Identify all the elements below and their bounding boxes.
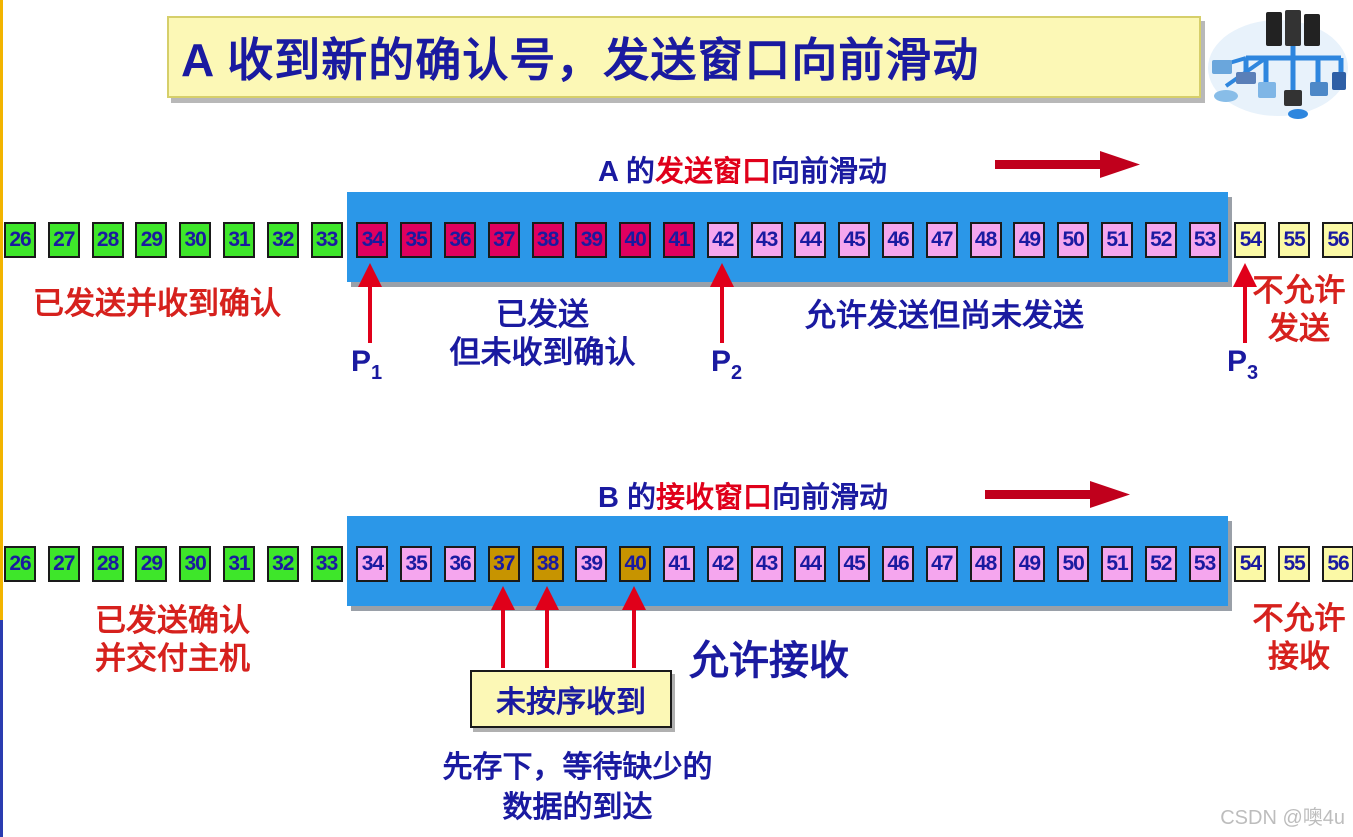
buffer-note: 先存下，等待缺少的数据的到达 (442, 751, 713, 824)
segment-50: 50 (1057, 222, 1090, 258)
segment-50: 50 (1057, 546, 1090, 582)
segment-38: 38 (531, 222, 564, 258)
segment-54: 54 (1234, 546, 1267, 582)
segment-46: 46 (882, 222, 914, 258)
segment-33: 33 (310, 222, 343, 258)
segment-41: 41 (663, 222, 695, 258)
segment-56: 56 (1322, 546, 1353, 582)
segment-27: 27 (47, 546, 80, 582)
segment-37: 37 (487, 546, 520, 582)
segment-39: 39 (575, 222, 608, 258)
segment-28: 28 (91, 222, 124, 258)
segment-42: 42 (706, 222, 739, 258)
segment-52: 52 (1144, 222, 1177, 258)
segment-45: 45 (838, 222, 871, 258)
send-slide-arrow (995, 151, 1140, 178)
segment-31: 31 (223, 222, 255, 258)
segment-34: 34 (356, 222, 389, 258)
segment-38: 38 (531, 546, 564, 582)
network-server-icon (1208, 10, 1348, 119)
segment-37: 37 (487, 222, 520, 258)
not-allowed-send-label: 不允许发送 (1252, 273, 1346, 346)
segment-48: 48 (969, 222, 1002, 258)
segment-52: 52 (1144, 546, 1177, 582)
pointer-p3: P3 (1227, 345, 1259, 384)
segment-30: 30 (179, 222, 212, 258)
segment-44: 44 (794, 222, 827, 258)
segment-36: 36 (444, 546, 476, 582)
segment-53: 53 (1188, 222, 1221, 258)
segment-47: 47 (925, 222, 958, 258)
segment-51: 51 (1101, 546, 1133, 582)
delivered-label: 已发送确认并交付主机 (95, 603, 250, 676)
pointer-p1: P1 (351, 345, 383, 384)
segment-46: 46 (882, 546, 914, 582)
segment-32: 32 (266, 222, 299, 258)
out-of-order-box: 未按序收到 (470, 670, 672, 728)
allowed-receive-label: 允许接收 (689, 639, 849, 683)
segment-56: 56 (1322, 222, 1353, 258)
segment-41: 41 (663, 546, 695, 582)
segment-29: 29 (135, 222, 168, 258)
segment-26: 26 (4, 546, 36, 582)
segment-44: 44 (794, 546, 827, 582)
segment-36: 36 (444, 222, 476, 258)
segment-53: 53 (1188, 546, 1221, 582)
receive-segment-row: 26 27 28 29 30 31 32 33 34 35 36 37 38 39 40 41 42 43 44 45… (0, 546, 1353, 586)
segment-35: 35 (400, 222, 433, 258)
send-segment-row: 26 27 28 29 30 31 32 33 34 35 36 37 38 39 40 41 42 43 44 45… (0, 222, 1353, 262)
segment-35: 35 (400, 546, 433, 582)
segment-43: 43 (750, 546, 783, 582)
segment-28: 28 (91, 546, 124, 582)
segment-31: 31 (223, 546, 255, 582)
segment-34: 34 (356, 546, 389, 582)
segment-29: 29 (135, 546, 168, 582)
receive-window-title: B 的接收窗口向前滑动 (598, 482, 889, 514)
not-allowed-receive-label: 不允许接收 (1252, 601, 1346, 674)
segment-55: 55 (1278, 546, 1311, 582)
segment-30: 30 (179, 546, 212, 582)
segment-45: 45 (838, 546, 871, 582)
segment-26: 26 (4, 222, 36, 258)
receive-slide-arrow (985, 481, 1130, 508)
left-edge-accent-orange (0, 0, 3, 620)
segment-40: 40 (619, 546, 652, 582)
segment-33: 33 (310, 546, 343, 582)
segment-51: 51 (1101, 222, 1133, 258)
segment-42: 42 (706, 546, 739, 582)
sent-unacked-label: 已发送但未收到确认 (449, 297, 636, 370)
segment-39: 39 (575, 546, 608, 582)
segment-55: 55 (1278, 222, 1311, 258)
allowed-send-label: 允许发送但尚未发送 (805, 298, 1084, 333)
segment-49: 49 (1013, 222, 1046, 258)
segment-27: 27 (47, 222, 80, 258)
segment-47: 47 (925, 546, 958, 582)
segment-43: 43 (750, 222, 783, 258)
pointer-p2: P2 (711, 345, 743, 384)
segment-49: 49 (1013, 546, 1046, 582)
segment-40: 40 (619, 222, 652, 258)
acked-label: 已发送并收到确认 (33, 286, 281, 321)
left-edge-accent-blue (0, 620, 3, 837)
slide-title: A 收到新的确认号，发送窗口向前滑动 (167, 16, 1201, 98)
send-window-title: A 的发送窗口向前滑动 (598, 156, 887, 188)
segment-54: 54 (1234, 222, 1267, 258)
segment-48: 48 (969, 546, 1002, 582)
watermark: CSDN @噢4u (1220, 807, 1345, 829)
segment-32: 32 (266, 546, 299, 582)
